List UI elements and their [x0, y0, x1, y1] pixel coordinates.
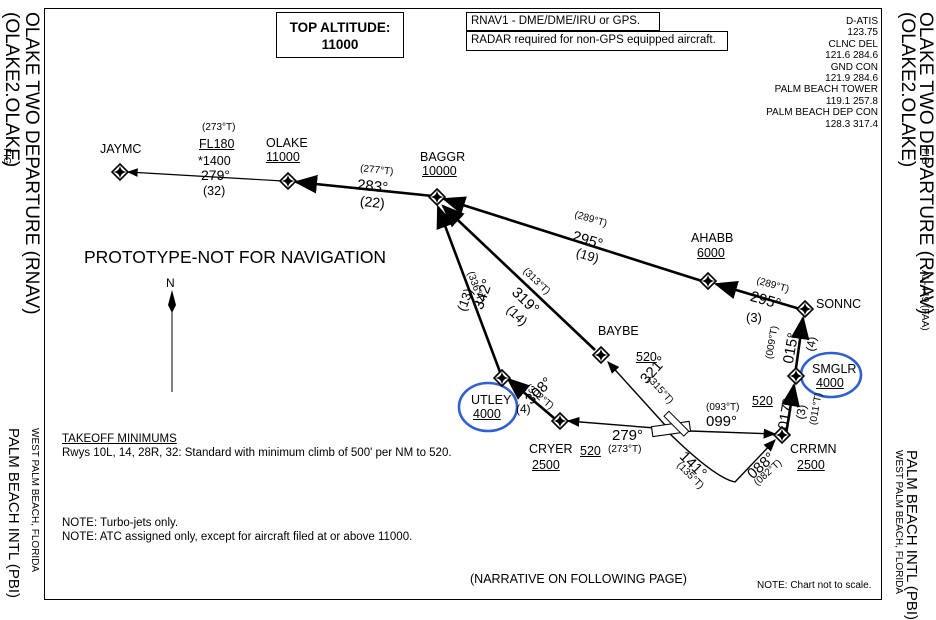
leg-sonnc-ahabb [713, 281, 801, 311]
leg-ahabb-baggr [441, 196, 703, 283]
fix-baggr-alt: 10000 [422, 164, 457, 178]
freq-name: GND CON [830, 61, 878, 73]
top-altitude-box: TOP ALTITUDE: 11000 [276, 12, 404, 58]
fix-utley-alt: 4000 [473, 407, 501, 421]
leg-smglr-sonnc [790, 315, 810, 369]
leg-utley-baggr [436, 204, 502, 373]
note-item: NOTE: Turbo-jets only. [62, 517, 179, 529]
fix-sonnc-name: SONNC [816, 297, 862, 311]
leg-crrmn-smglr-dist: (3) [793, 403, 810, 421]
leg-rwy-crrmn-course: 099° [706, 413, 738, 430]
fix-olake-name: OLAKE [266, 136, 308, 150]
chart-frame [44, 8, 882, 600]
frequency-list: D-ATIS 123.75 CLNC DEL 121.6 284.6 GND C… [766, 16, 878, 130]
fix-smglr-alt: 4000 [816, 376, 844, 390]
freq-value: 128.3 317.4 [825, 118, 878, 130]
leg-rwy-crrmn [689, 428, 777, 439]
leg-olake-jaymc [126, 168, 284, 182]
leg-rwy-cryer-true: (273°T) [608, 444, 642, 455]
north-arrow [168, 290, 176, 392]
fix-utley-name: UTLEY [471, 393, 512, 407]
fix-ahabb-alt: 6000 [697, 246, 725, 260]
leg-rwy-baybe [607, 361, 666, 426]
fix-ahabb-symbol [698, 271, 718, 291]
freq-name: PALM BEACH TOWER [774, 84, 878, 96]
takeoff-minimums: TAKEOFF MINIMUMS Rwys 10L, 14, 28R, 32: … [62, 432, 452, 460]
fix-ahabb-name: AHABB [691, 231, 734, 245]
fix-jaymc-name: JAYMC [100, 142, 142, 156]
top-altitude-value: 11000 [321, 37, 359, 52]
leg-baggr-olake [293, 174, 434, 198]
fix-baybe-symbol [591, 345, 611, 365]
narrative-note: (NARRATIVE ON FOLLOWING PAGE) [470, 572, 687, 586]
note-item: NOTE: ATC assigned only, except for airc… [62, 531, 413, 543]
fix-baggr-name: BAGGR [420, 150, 466, 164]
radar-note-box: RADAR required for non-GPS equipped airc… [466, 31, 728, 51]
leg-olake-jaymc-true: (273°T) [202, 122, 236, 133]
north-label: N [166, 276, 175, 290]
runway-symbol [650, 410, 692, 438]
fix-olake-alt: 11000 [266, 150, 300, 164]
fix-crrmn-symbol [772, 425, 792, 445]
fix-cryer-alt: 2500 [532, 458, 560, 472]
top-altitude-label: TOP ALTITUDE: [289, 20, 391, 35]
freq-name: PALM BEACH DEP CON [766, 107, 878, 119]
leg-cryer-utley [506, 377, 555, 419]
leg-sonnc-ahabb-dist: (3) [746, 310, 762, 325]
notes: NOTE: Turbo-jets only. NOTE: ATC assigne… [62, 516, 412, 544]
leg-rwy-cryer [566, 416, 656, 429]
leg-cryer-utley-dist: (4) [516, 402, 531, 416]
leg-crrmn-smglr [781, 382, 800, 435]
rnav-note: RNAV1 - DME/DME/IRU or GPS. [471, 15, 641, 27]
fix-utley-symbol [492, 368, 512, 388]
route-diagram [110, 162, 863, 483]
rnav-note-box: RNAV1 - DME/DME/IRU or GPS. [466, 12, 660, 31]
freq-name: D-ATIS [845, 16, 878, 27]
fix-jaymc-symbol [110, 162, 130, 182]
fix-smglr-name: SMGLR [812, 362, 857, 376]
leg-baggr-olake-dist: (22) [359, 192, 386, 212]
fix-crrmn-name: CRRMN [790, 442, 837, 456]
fix-cryer-symbol [550, 411, 570, 431]
leg-rwy-south-loop [667, 431, 776, 483]
leg-rwy-crrmn-alt: 520 [752, 394, 773, 408]
leg-smglr-sonnc-dist: (4) [803, 335, 820, 353]
fix-sonnc-symbol [795, 299, 815, 319]
fix-baggr-symbol [427, 187, 447, 207]
leg-rwy-crrmn-true: (093°T) [706, 402, 740, 413]
utley-highlight [457, 381, 519, 433]
freq-value: 121.9 284.6 [825, 73, 878, 85]
freq-name: CLNC DEL [828, 38, 878, 50]
freq-value: 119.1 257.8 [825, 95, 878, 107]
leg-olake-jaymc-dist: (32) [203, 184, 226, 198]
leg-rwy-baybe-alt: 520 [636, 350, 657, 364]
takeoff-heading: TAKEOFF MINIMUMS [62, 433, 177, 445]
freq-value: 123.75 [847, 27, 878, 39]
leg-baybe-baggr [441, 204, 596, 351]
scale-note: NOTE: Chart not to scale. [757, 580, 872, 591]
leg-olake-jaymc-course: 279° [201, 167, 230, 183]
fix-baybe-name: BAYBE [598, 324, 639, 338]
radar-note: RADAR required for non-GPS equipped airc… [471, 34, 716, 46]
freq-value: 121.6 284.6 [825, 50, 878, 62]
prototype-warning: PROTOTYPE-NOT FOR NAVIGATION [84, 247, 387, 267]
leg-olake-jaymc-alt: FL180 [199, 137, 235, 151]
leg-rwy-cryer-alt: 520 [580, 444, 601, 458]
fix-olake-symbol [278, 171, 298, 191]
leg-olake-jaymc-min: *1400 [198, 154, 231, 168]
leg-rwy-cryer-course: 279° [612, 427, 644, 444]
fix-cryer-name: CRYER [529, 442, 573, 456]
fix-crrmn-alt: 2500 [797, 458, 825, 472]
fix-smglr-symbol [786, 366, 806, 386]
takeoff-text: Rwys 10L, 14, 28R, 32: Standard with min… [62, 447, 452, 459]
